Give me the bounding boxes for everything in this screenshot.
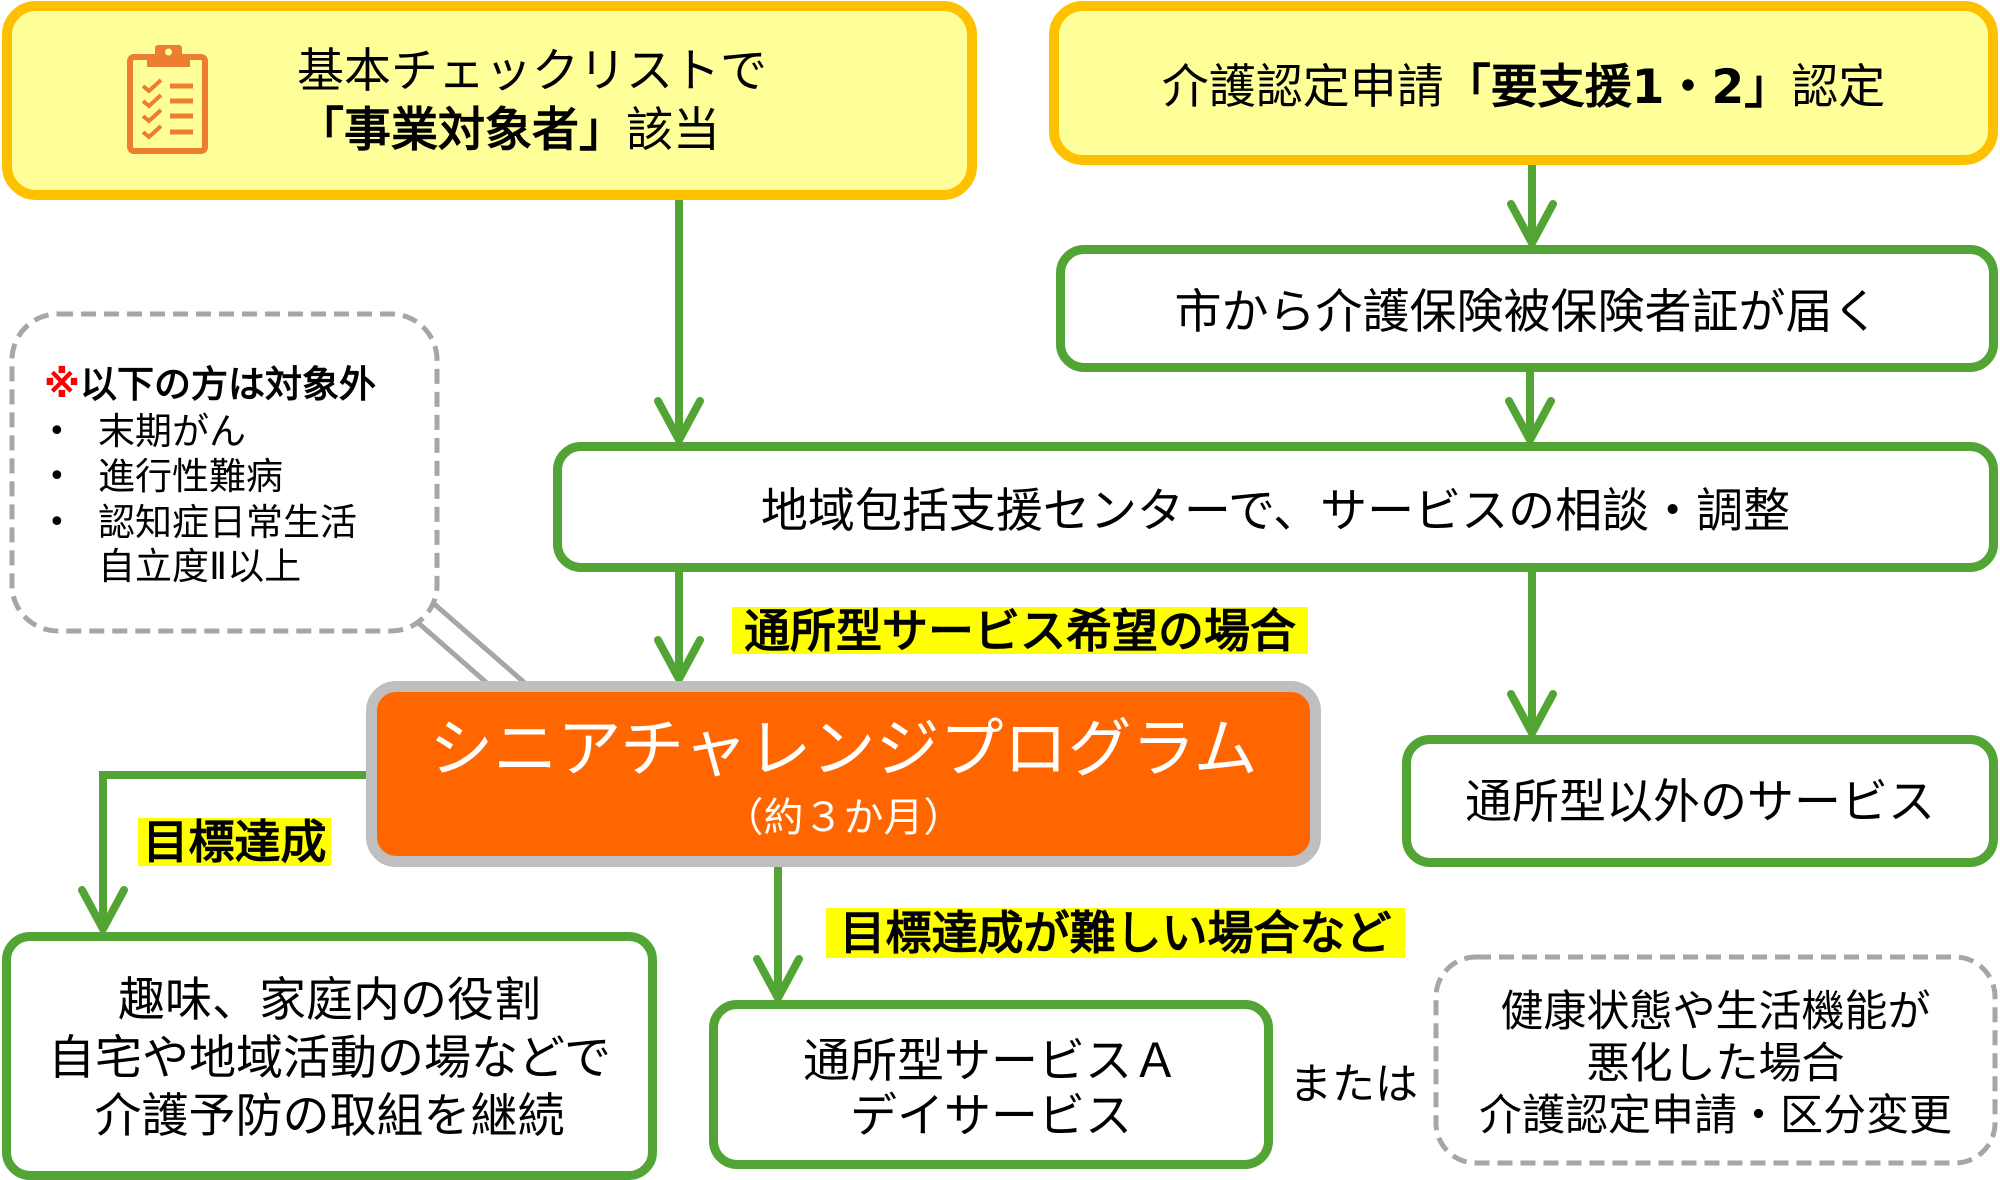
note-text-line: 悪化した場合	[1586, 1039, 1845, 1089]
step-consultation: 地域包括支援センターで、サービスの相談・調整	[553, 442, 1998, 572]
step-text-line: デイサービス	[850, 1088, 1132, 1144]
certification-text: 介護認定申請「要支援1・2」認定	[1162, 59, 1885, 117]
exclusion-note-border	[9, 311, 440, 634]
note-mark: ※	[44, 363, 80, 406]
bullet-icon: •	[48, 505, 66, 540]
applicable-text: 該当	[626, 103, 720, 158]
exclusion-item-text: 認知症日常生活	[98, 501, 357, 544]
arrow-head	[753, 955, 803, 1002]
branch-label-goal-difficult: 目標達成が難しい場合など	[826, 908, 1405, 958]
step-daycare-service-a: 通所型サービスＡ デイサービス	[709, 1000, 1273, 1169]
arrow-program-to-daycare-a	[753, 867, 803, 1002]
worsened-condition-note: 健康状態や生活機能が 悪化した場合 介護認定申請・区分変更	[1436, 957, 1995, 1163]
arrow-consultation-to-program	[654, 572, 704, 683]
arrow-consultation-to-non-daycare	[1507, 572, 1557, 737]
program-duration: （約３か月）	[723, 795, 964, 841]
step-text-line: 自宅や地域活動の場などで	[47, 1031, 612, 1086]
step-text: 地域包括支援センターで、サービスの相談・調整	[760, 484, 1791, 539]
callout-tail-line-right	[430, 600, 528, 686]
exclusion-item-continuation: 自立度Ⅱ以上	[98, 545, 302, 588]
step-text: 通所型以外のサービス	[1465, 775, 1935, 830]
exclusion-item: • 末期がん	[48, 409, 246, 455]
checklist-text: 基本チェックリストで 「事業対象者」該当	[297, 42, 767, 160]
bullet-icon: •	[48, 459, 66, 494]
arrow-shaft	[99, 771, 368, 929]
start-box-certification: 介護認定申請「要支援1・2」認定	[1049, 1, 1998, 165]
arrow-card-to-consultation	[1505, 372, 1555, 444]
checklist-line-1: 基本チェックリストで	[297, 44, 767, 99]
arrow-checklist-to-consultation	[654, 200, 704, 444]
checklist-line-2: 「事業対象者」該当	[297, 101, 767, 160]
arrow-head	[1505, 397, 1555, 444]
arrow-head	[654, 636, 704, 683]
step-text-line: 介護予防の取組を継続	[94, 1089, 565, 1144]
certification-suffix: 認定	[1791, 60, 1886, 115]
exclusion-item: • 進行性難病	[48, 454, 283, 500]
arrow-head	[654, 397, 704, 444]
note-text-line: 健康状態や生活機能が	[1500, 987, 1931, 1037]
senior-challenge-program-box: シニアチャレンジプログラム （約３か月）	[366, 681, 1321, 867]
exclusion-item: • 認知症日常生活	[48, 500, 357, 546]
exclusion-item-text: 末期がん	[98, 410, 246, 453]
target-category: 「事業対象者」	[297, 103, 626, 158]
branch-label-goal-achieved: 目標達成	[138, 818, 331, 866]
note-title-text: 以下の方は対象外	[79, 363, 376, 406]
step-text-line: 趣味、家庭内の役割	[118, 973, 541, 1028]
step-insurance-card: 市から介護保険被保険者証が届く	[1056, 245, 1998, 372]
arrow-program-to-continue	[78, 771, 368, 933]
step-text: 市から介護保険被保険者証が届く	[1174, 284, 1880, 340]
step-text-line: 通所型サービスＡ	[803, 1033, 1179, 1089]
program-title: シニアチャレンジプログラム	[429, 713, 1258, 787]
exclusion-item-text: 進行性難病	[98, 455, 283, 498]
certification-level: 「要支援1・2」	[1443, 60, 1792, 115]
step-non-daycare-service: 通所型以外のサービス	[1402, 735, 1998, 867]
bullet-icon: •	[48, 414, 66, 449]
arrow-certification-to-card	[1507, 165, 1557, 247]
step-continue-prevention: 趣味、家庭内の役割 自宅や地域活動の場などで 介護予防の取組を継続	[2, 932, 657, 1180]
exclusion-note-callout	[9, 311, 528, 686]
or-connector-text: または	[1289, 1060, 1418, 1110]
clipboard-checklist-icon	[127, 45, 208, 154]
branch-label-daycare-wish: 通所型サービス希望の場合	[732, 607, 1308, 655]
exclusion-note-title: ※以下の方は対象外	[44, 362, 376, 408]
arrow-head	[1507, 690, 1557, 737]
note-text-line: 介護認定申請・区分変更	[1479, 1091, 1952, 1141]
certification-prefix: 介護認定申請	[1161, 60, 1444, 115]
worsened-note-border	[1433, 954, 1998, 1166]
arrow-head	[78, 886, 128, 933]
arrow-head	[1507, 200, 1557, 247]
start-box-checklist: 基本チェックリストで 「事業対象者」該当	[2, 1, 977, 200]
callout-tail-line-left	[413, 618, 490, 686]
